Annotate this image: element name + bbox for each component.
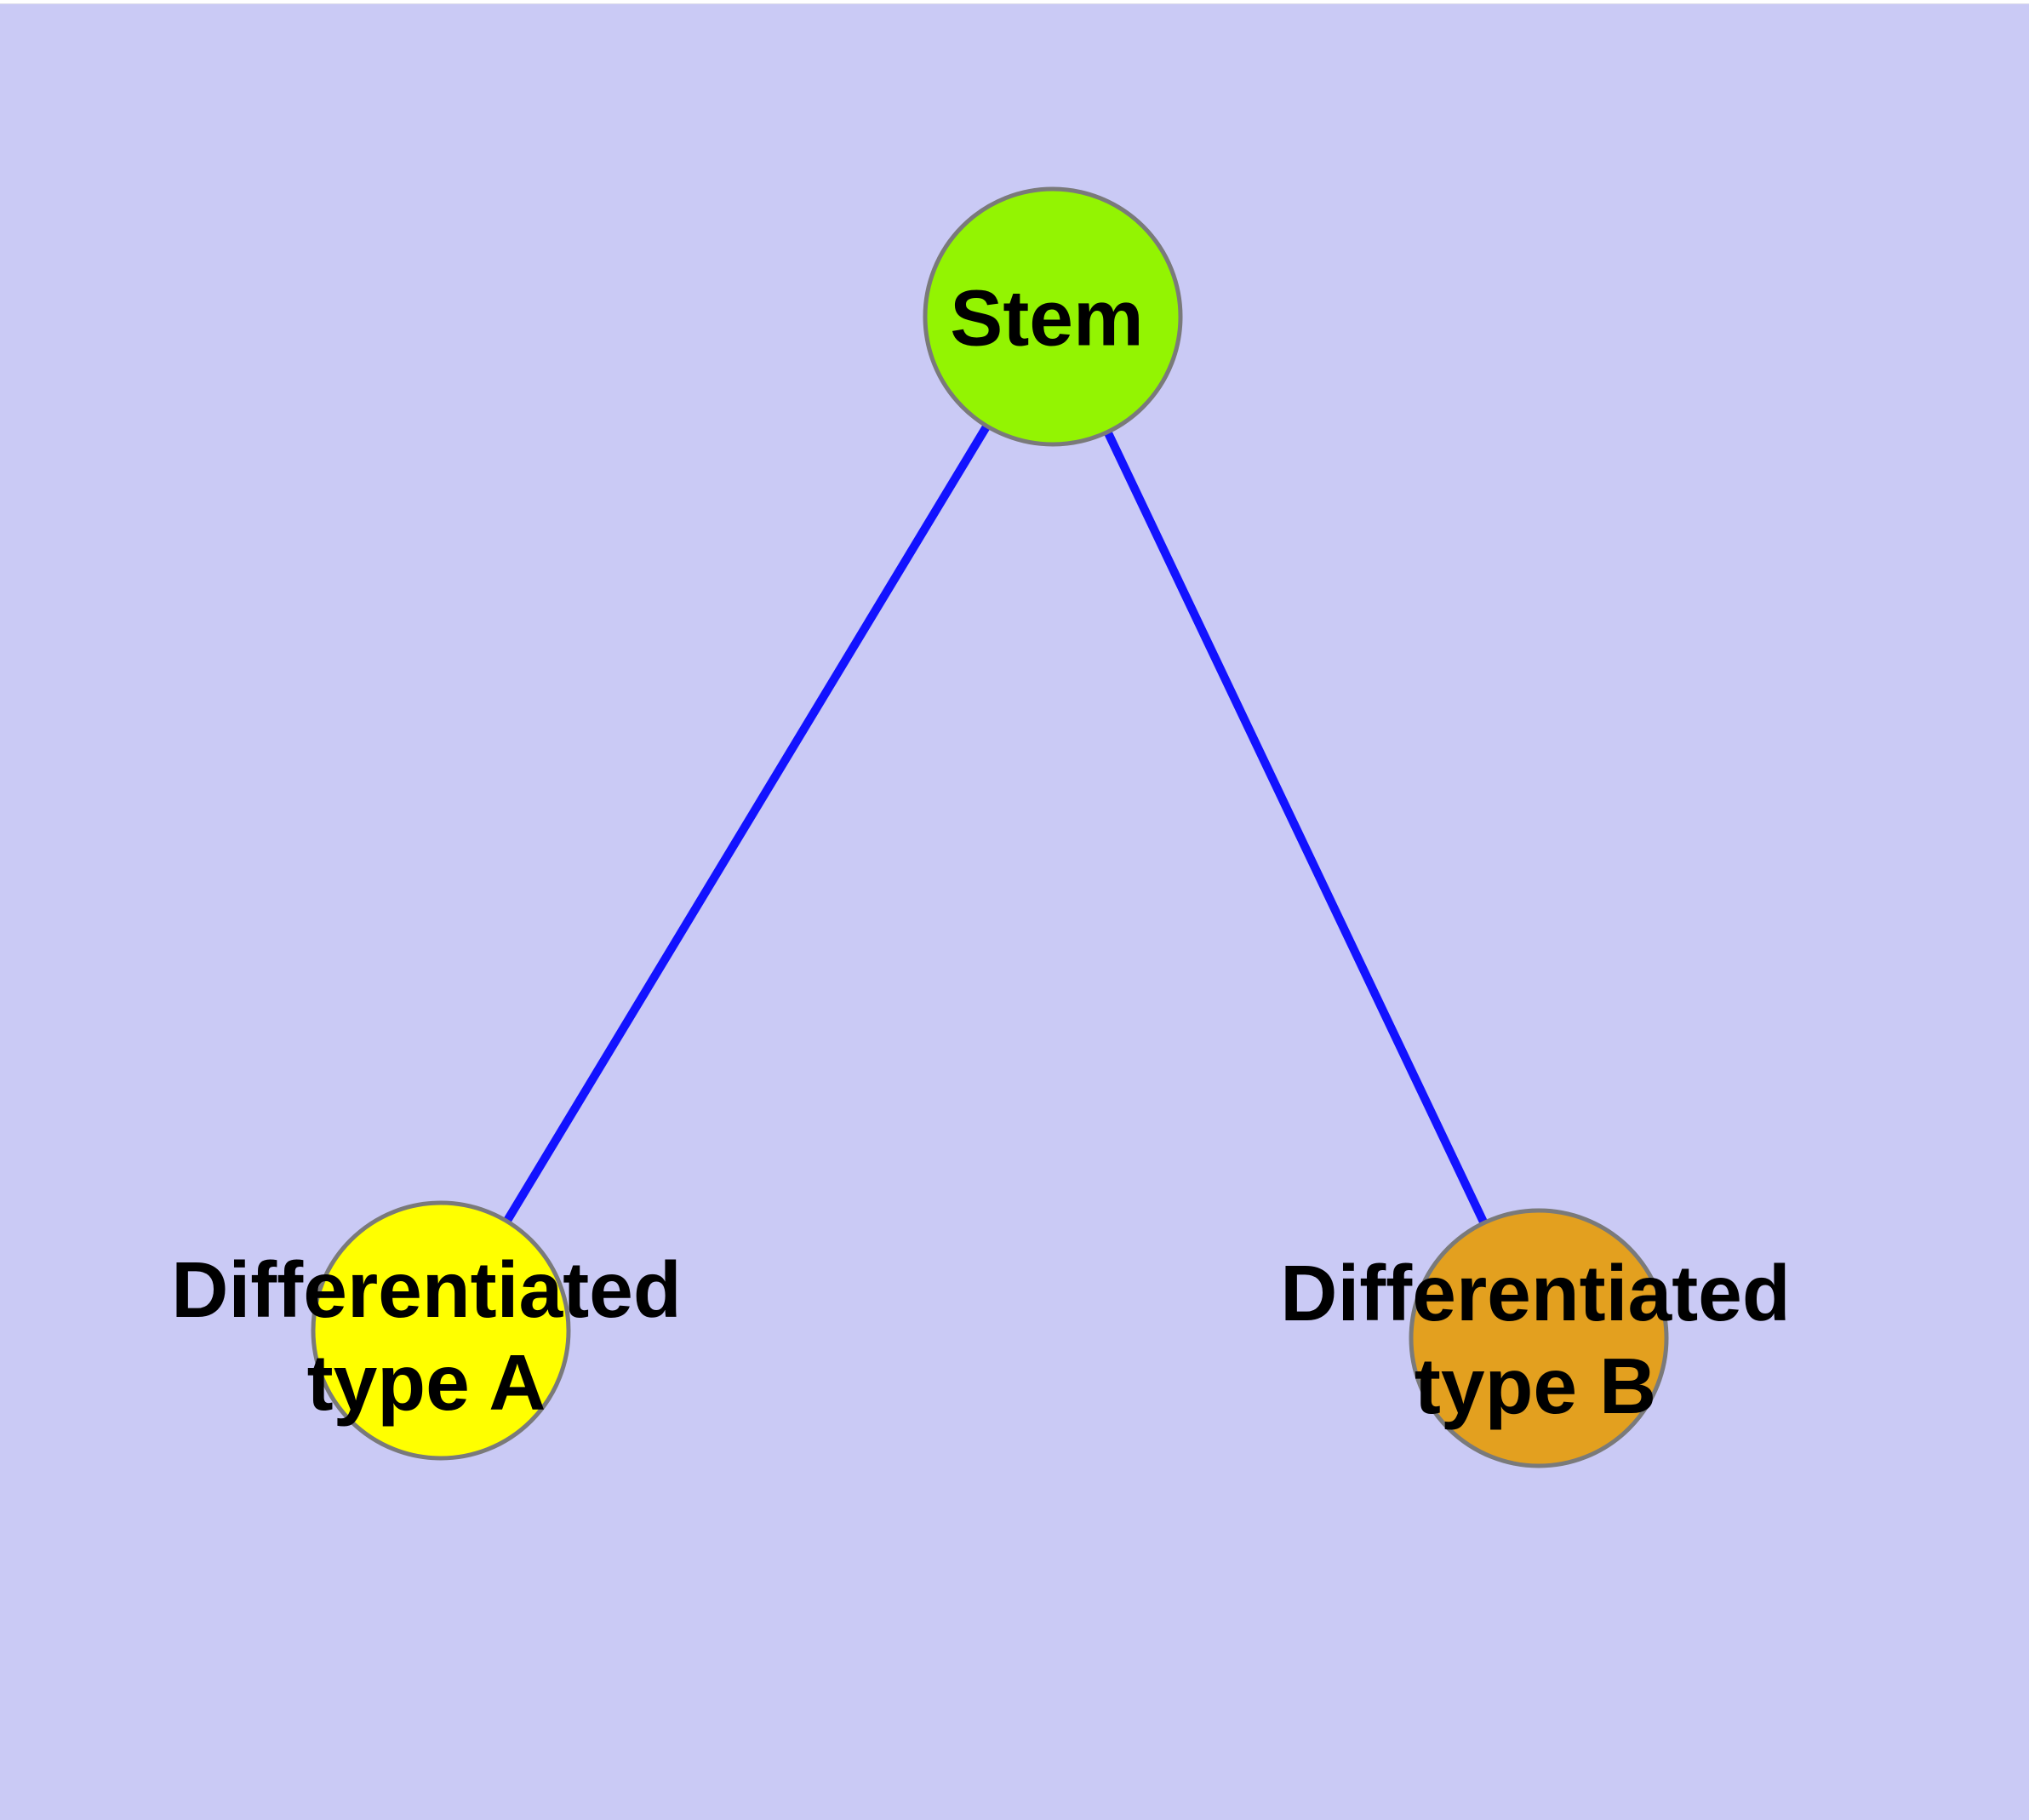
node-stem-label: Stem — [950, 272, 1143, 365]
node-stem-circle — [923, 186, 1183, 447]
node-type-b-label: Differentiated type B — [1280, 1247, 1790, 1433]
node-type-a-circle — [311, 1200, 571, 1461]
node-type-b-circle — [1409, 1208, 1669, 1468]
node-stem-label-line1: Stem — [950, 273, 1144, 363]
edge-stem-to-type-a — [437, 314, 1057, 1333]
node-type-a-label: Differentiated type A — [171, 1244, 681, 1429]
node-type-a-label-line1: Differentiated — [171, 1245, 682, 1334]
node-type-b-label-line1: Differentiated — [1280, 1249, 1791, 1337]
edge-stem-to-type-b — [1049, 314, 1543, 1341]
top-border-strip — [0, 0, 2029, 4]
node-type-b-label-line2: type B — [1414, 1342, 1657, 1430]
node-type-a-label-line2: type A — [306, 1338, 546, 1427]
